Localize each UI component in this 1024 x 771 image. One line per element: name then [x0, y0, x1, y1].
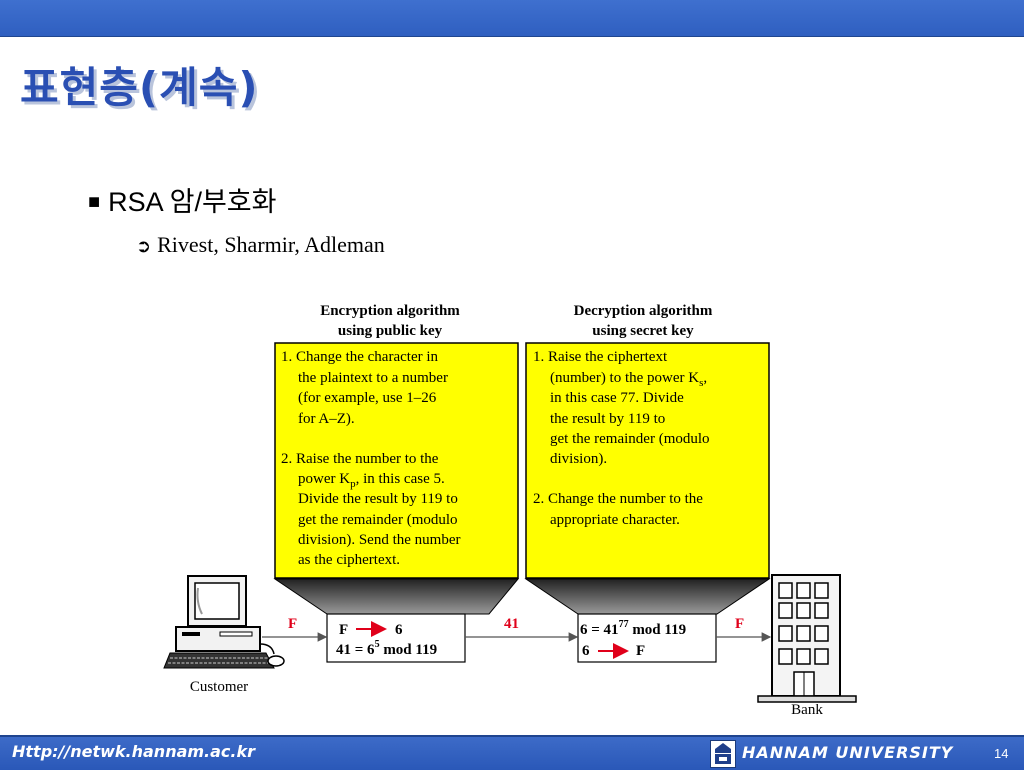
dec-result-box [577, 613, 717, 663]
dec-line: division). [550, 451, 607, 467]
flow-label-cipher: 41 [504, 616, 519, 632]
decryption-heading-1: Decryption algorithm [574, 303, 713, 319]
enc-line: division). Send the number [298, 532, 460, 548]
sub-bullet-text: Rivest, Sharmir, Adleman [157, 232, 385, 257]
enc-row2: 41 = 65 mod 119 [336, 639, 437, 658]
decryption-box [525, 342, 770, 579]
dec-row2-right: F [636, 643, 645, 659]
slide-title: 표현층(계속) [20, 63, 259, 112]
encryption-heading-2: using public key [338, 323, 443, 339]
enc-row1-left: F [339, 622, 348, 638]
encryption-heading-1: Encryption algorithm [320, 303, 460, 319]
enc-line: (for example, use 1–26 [298, 390, 437, 406]
enc-line: the plaintext to a number [298, 370, 448, 386]
encryption-funnel [273, 578, 520, 615]
enc-line: for A–Z). [298, 411, 355, 427]
enc-line: Divide the result by 119 to [298, 491, 458, 507]
dec-line: 2. Change the number to the [533, 491, 703, 507]
dec-row1: 6 = 4177 mod 119 [580, 619, 686, 638]
enc-row1-right: 6 [395, 622, 403, 638]
bank-label: Bank [791, 702, 823, 718]
dec-line: 1. Raise the ciphertext [533, 349, 668, 365]
footer-bar: Http://netwk.hannam.ac.kr HANNAM UNIVERS… [0, 735, 1024, 770]
enc-line: get the remainder (modulo [298, 512, 458, 528]
dec-line: (number) to the power Ks, [550, 370, 707, 389]
customer-computer-icon [163, 575, 285, 669]
flow-label-plain-out: F [735, 616, 744, 632]
customer-label: Customer [190, 679, 248, 695]
enc-line: power Kp, in this case 5. [298, 471, 445, 490]
dec-row2-left: 6 [582, 643, 590, 659]
enc-result-box [326, 613, 466, 663]
sub-bullet-item: ➲Rivest, Sharmir, Adleman [136, 232, 385, 258]
arrow-bullet-icon: ➲ [136, 236, 152, 256]
decryption-heading-2: using secret key [592, 323, 694, 339]
bullet-text: RSA 암/부호화 [108, 187, 277, 217]
enc-line: as the ciphertext. [298, 552, 400, 568]
flow-label-plain-in: F [288, 616, 297, 632]
dec-line: get the remainder (modulo [550, 431, 710, 447]
bullet-item: ■ RSA 암/부호화 [88, 180, 276, 219]
encryption-box [274, 342, 519, 579]
university-logo-icon [710, 740, 736, 768]
top-bar [0, 0, 1024, 37]
dec-line: in this case 77. Divide [550, 390, 684, 406]
decryption-funnel [524, 578, 771, 615]
enc-line: 1. Change the character in [281, 349, 439, 365]
footer-url: Http://netwk.hannam.ac.kr [12, 742, 256, 761]
page-number: 14 [994, 746, 1009, 761]
rsa-diagram: Encryption algorithm using public key De… [162, 296, 862, 722]
university-name: HANNAM UNIVERSITY [742, 743, 954, 762]
bullet-square-icon: ■ [88, 191, 101, 213]
bank-building-icon [757, 574, 857, 703]
enc-line: 2. Raise the number to the [281, 451, 439, 467]
dec-line: appropriate character. [550, 512, 680, 528]
dec-line: the result by 119 to [550, 411, 665, 427]
